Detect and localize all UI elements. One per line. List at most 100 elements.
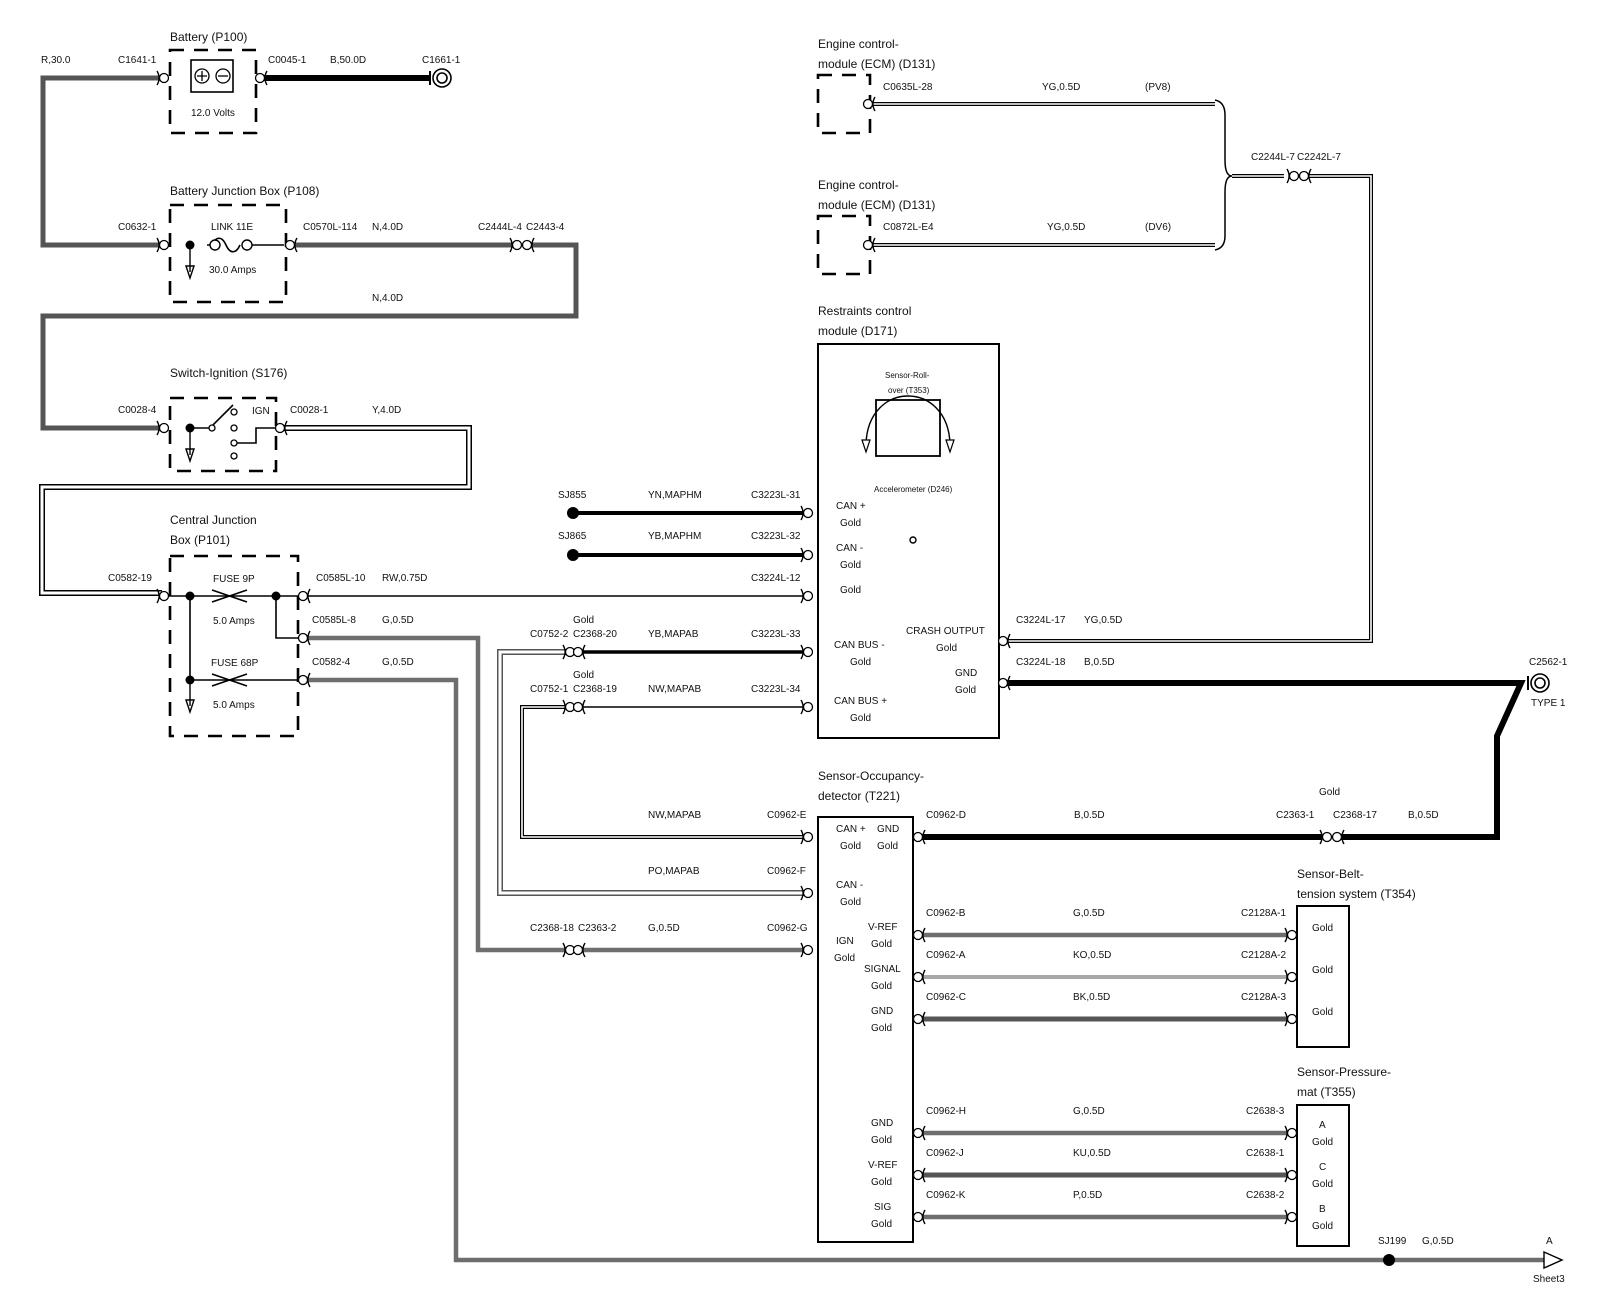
- wire-label-sj199: G,0.5D: [1422, 1236, 1454, 1247]
- pin-sod-ign-gold: Gold: [834, 953, 855, 964]
- pin-sod-vref: V-REF: [868, 922, 897, 933]
- conn-c0962-g: C0962-G: [767, 923, 808, 934]
- ignition-ign: IGN: [252, 406, 270, 417]
- battery-outline: [168, 48, 258, 135]
- wire-label-r30: R,30.0: [41, 55, 71, 66]
- conn-c0872: C0872L-E4: [883, 222, 934, 233]
- wire-label-b17: B,0.5D: [1408, 810, 1439, 821]
- wire-label-yn: YN,MAPHM: [648, 490, 702, 501]
- eyelet-c2562-icon: [1527, 673, 1550, 693]
- wire-label-g18: G,0.5D: [648, 923, 680, 934]
- eyelet-c1661-icon: [429, 68, 452, 88]
- pin-sod-canm-gold: Gold: [840, 897, 861, 908]
- gold-c2368-20: Gold: [573, 615, 594, 626]
- conn-c0962-b: C0962-B: [926, 908, 966, 919]
- ecm-dv6: Engine control- module (ECM) (D131): [816, 178, 935, 276]
- gold-c2363: Gold: [1319, 787, 1340, 798]
- conn-c0962-f: C0962-F: [767, 866, 806, 877]
- connector-pin-icon: [800, 829, 814, 845]
- connector-pin-icon: [1319, 829, 1333, 845]
- cjb-rating2: 5.0 Amps: [213, 700, 255, 711]
- pin-mat-c: C: [1319, 1162, 1326, 1173]
- conn-c3224-18: C3224L-18: [1016, 657, 1066, 668]
- connector-pin-icon: [562, 942, 576, 958]
- wire-label-rw: RW,0.75D: [382, 573, 427, 584]
- connector-pin-icon: [912, 1011, 926, 1027]
- rcm-outline: [817, 343, 1000, 739]
- connector-pin-icon: [297, 588, 311, 604]
- sod-outline: [817, 816, 914, 1243]
- conn-c0632: C0632-1: [118, 222, 157, 233]
- connector-pin-icon: [274, 420, 288, 436]
- wire-label-b50: B,50.0D: [330, 55, 366, 66]
- connector-pin-icon: [800, 547, 814, 563]
- connector-pin-icon: [562, 699, 576, 715]
- battery-voltage: 12.0 Volts: [191, 108, 235, 119]
- rollover-sensor-box: [875, 399, 941, 457]
- conn-type1: TYPE 1: [1531, 698, 1566, 709]
- pin-rcm-busp-gold: Gold: [850, 713, 871, 724]
- pin-mat-c-gold: Gold: [1312, 1179, 1333, 1190]
- cjb-fuse1: FUSE 9P: [213, 574, 255, 585]
- connector-pin-icon: [156, 588, 170, 604]
- wire-y4-outer: [39, 425, 472, 596]
- conn-c0752-2: C0752-2: [530, 629, 569, 640]
- rollover-sensor-2: over (T353): [888, 386, 930, 395]
- connector-pin-icon: [862, 237, 876, 253]
- splice-brace: [1214, 99, 1233, 251]
- pin-rcm-canp: CAN +: [836, 501, 866, 512]
- sheet-ref: Sheet3: [1533, 1274, 1565, 1285]
- connector-pin-icon: [1284, 1011, 1298, 1027]
- conn-c2638-2: C2638-2: [1246, 1190, 1285, 1201]
- central-junction-box: Central Junction Box (P101) FUSE 9P 5.0 …: [168, 513, 300, 738]
- conn-c0045: C0045-1: [268, 55, 307, 66]
- conn-c2444: C2444L-4: [478, 222, 522, 233]
- accelerometer-dot: [909, 536, 917, 544]
- conn-c0962-e: C0962-E: [767, 810, 807, 821]
- conn-c2244: C2244L-7: [1251, 152, 1295, 163]
- ecm1-outline: [816, 73, 872, 135]
- pin-rcm-crash: CRASH OUTPUT: [906, 626, 985, 637]
- connector-pin-icon: [912, 927, 926, 943]
- conn-c0962-j: C0962-J: [926, 1148, 964, 1159]
- conn-c3224-12: C3224L-12: [751, 573, 801, 584]
- wires: [39, 75, 1555, 1263]
- connector-pin-icon: [562, 644, 576, 660]
- connector-pin-icon: [1331, 829, 1345, 845]
- connector-pin-icon: [800, 942, 814, 958]
- pin-sod-gnd2-gold: Gold: [871, 1023, 892, 1034]
- pin-rcm-busm-gold: Gold: [850, 657, 871, 668]
- pin-sod-vref-gold: Gold: [871, 939, 892, 950]
- pin-sod-ign: IGN: [836, 936, 854, 947]
- pin-sod-sig2-gold: Gold: [871, 1219, 892, 1230]
- wire-n4-loop: [40, 242, 579, 431]
- wire-label-dv6: (DV6): [1145, 222, 1171, 233]
- pin-mat-a-gold: Gold: [1312, 1137, 1333, 1148]
- connector-pin-icon: [1286, 168, 1300, 184]
- pin-sod-canm: CAN -: [836, 880, 863, 891]
- wire-nw2-inner: [521, 706, 808, 838]
- wire-label-pv8: (PV8): [1145, 82, 1171, 93]
- bjb-rating: 30.0 Amps: [209, 265, 256, 276]
- splice-cjb-1: [185, 591, 195, 601]
- conn-c0585-10: C0585L-10: [316, 573, 366, 584]
- splice-cjb-2: [271, 591, 281, 601]
- connector-pin-icon: [862, 96, 876, 112]
- pin-rcm-canp-gold: Gold: [840, 518, 861, 529]
- pin-sod-gnd3: GND: [871, 1118, 893, 1129]
- connector-pin-icon: [800, 885, 814, 901]
- pin-rcm-gold: Gold: [840, 585, 861, 596]
- rollover-sensor-arc: [865, 395, 951, 445]
- conn-c0635: C0635L-28: [883, 82, 933, 93]
- cjb-rating1: 5.0 Amps: [213, 616, 255, 627]
- connector-symbols: [156, 68, 1564, 1270]
- ecm2-title-2: module (ECM) (D131): [818, 198, 935, 212]
- connector-pin-icon: [572, 942, 586, 958]
- conn-sj199: SJ199: [1378, 1236, 1407, 1247]
- ignition-title: Switch-Ignition (S176): [170, 366, 287, 380]
- ecm1-title-2: module (ECM) (D131): [818, 57, 935, 71]
- conn-c2368-17: C2368-17: [1333, 810, 1377, 821]
- pin-sod-gnd-gold: Gold: [877, 841, 898, 852]
- conn-c0028-1: C0028-1: [290, 405, 329, 416]
- pin-sod-canp-gold: Gold: [840, 841, 861, 852]
